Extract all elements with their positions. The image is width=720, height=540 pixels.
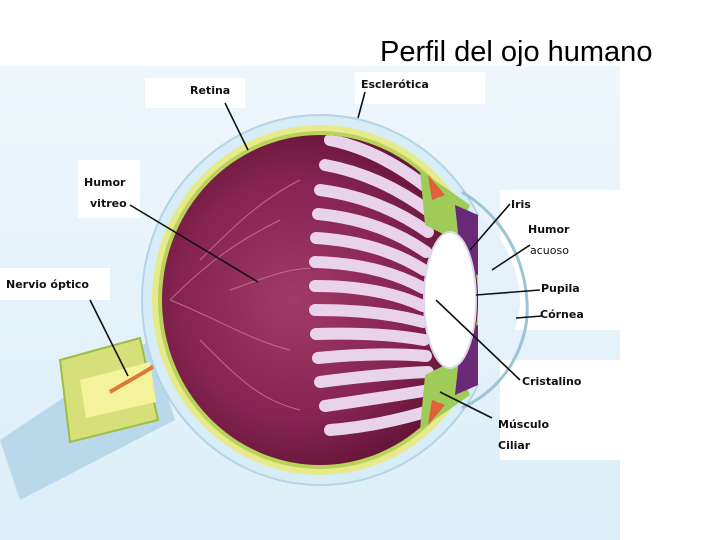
anterior-chamber	[478, 215, 520, 385]
leader-cristalino	[435, 299, 521, 381]
leader-iris	[469, 203, 511, 251]
label-musculo-ciliar-line1: Músculo	[498, 418, 549, 431]
leader-cornea	[515, 315, 543, 319]
white-label-patch	[500, 360, 620, 460]
leader-humor-vitreo	[129, 204, 259, 283]
leader-retina	[224, 102, 249, 151]
ciliary-process-top	[428, 175, 445, 200]
leader-nervio-optico	[89, 299, 129, 377]
label-cristalino: Cristalino	[522, 375, 582, 388]
retinal-vessels	[169, 179, 311, 411]
white-label-patch	[145, 78, 245, 108]
label-retina: Retina	[190, 84, 230, 97]
slide-title: Perfil del ojo humano	[380, 36, 653, 68]
white-label-patch	[355, 72, 485, 104]
label-cornea: Córnea	[540, 308, 584, 321]
label-esclerotica: Esclerótica	[361, 78, 429, 91]
label-iris: Iris	[511, 198, 531, 211]
cornea	[461, 190, 529, 410]
ciliary-process-bottom	[428, 400, 445, 425]
ciliary-body-folds	[309, 135, 438, 436]
label-musculo-ciliar-line2: Ciliar	[498, 439, 531, 452]
leader-musculo-ciliar	[439, 391, 493, 419]
label-humor-acuoso-line2: acuoso	[530, 244, 569, 257]
label-pupila: Pupila	[541, 282, 580, 295]
leader-pupila	[475, 289, 541, 296]
leader-humor-acuoso	[491, 244, 531, 271]
white-label-patch	[78, 160, 140, 218]
label-nervio-optico: Nervio óptico	[6, 278, 89, 291]
lens	[423, 231, 477, 369]
leader-lines	[89, 91, 543, 419]
leader-esclerotica	[357, 91, 366, 119]
label-humor-vitreo-line1: Humor	[84, 176, 126, 189]
white-label-patch	[0, 268, 110, 300]
label-humor-vitreo-line2: vitreo	[90, 197, 127, 210]
white-label-patch	[500, 190, 620, 330]
label-humor-acuoso-line1: Humor	[528, 223, 570, 236]
